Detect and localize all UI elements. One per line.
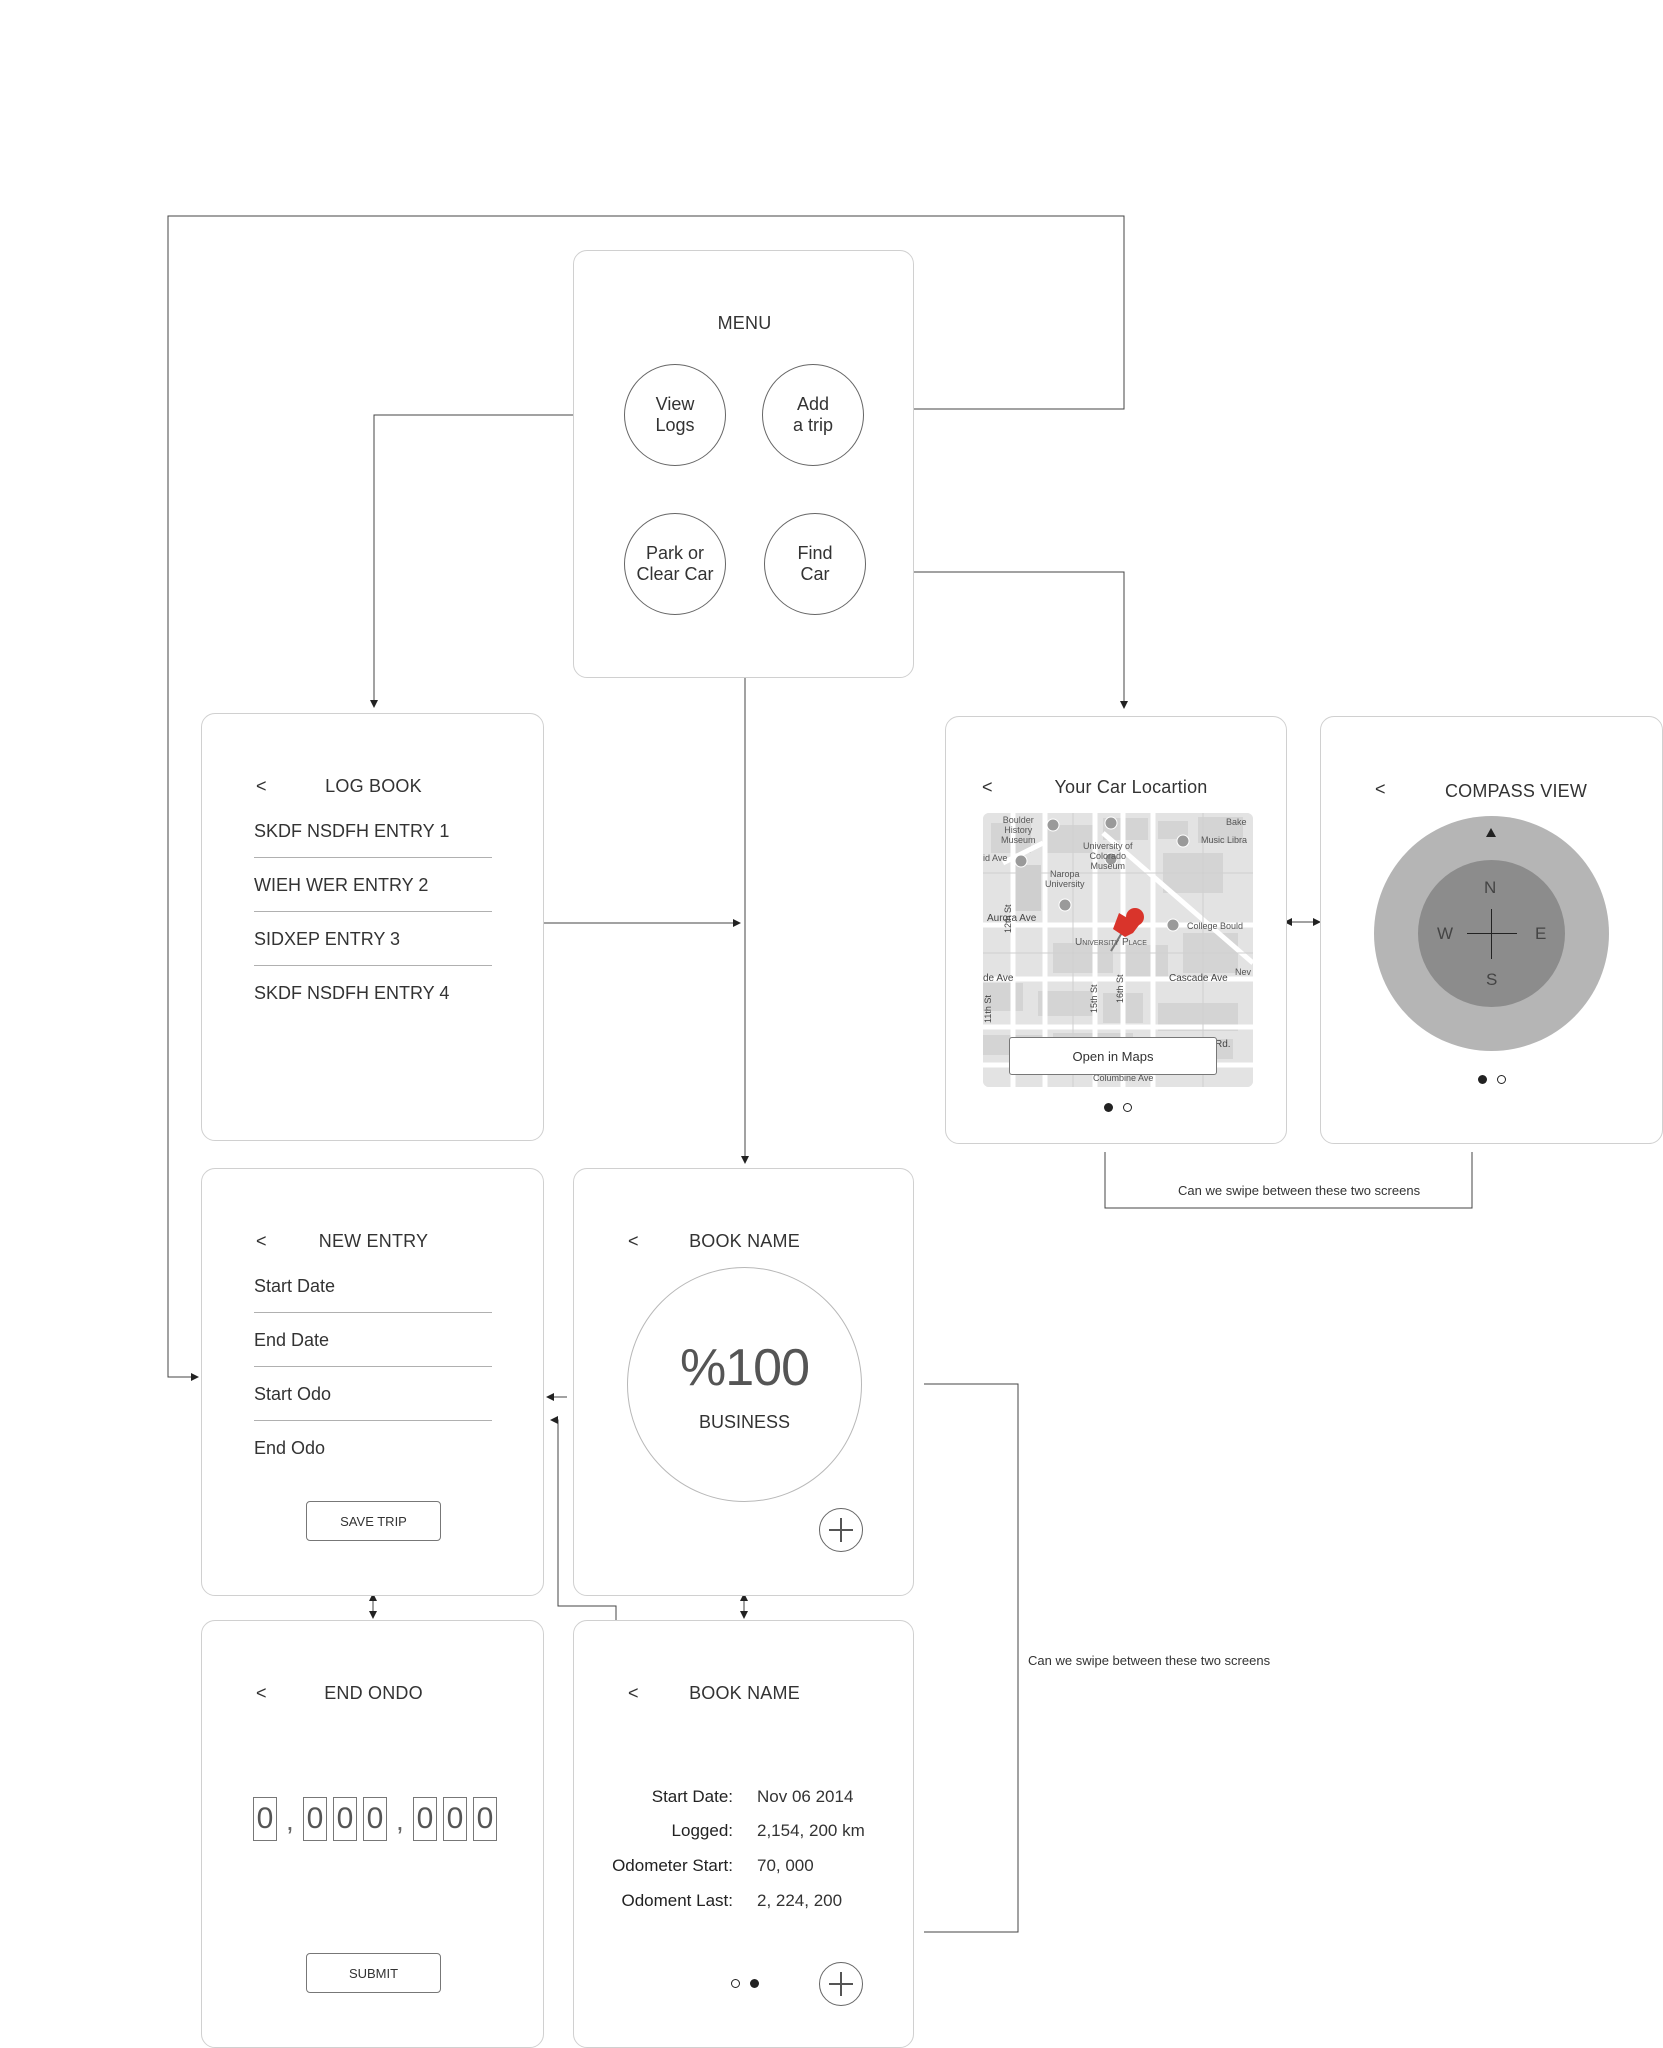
odometer-digit[interactable]: 0 — [303, 1797, 327, 1841]
odometer-digit[interactable]: 0 — [443, 1797, 467, 1841]
logged-value: 2,154, 200 km — [757, 1821, 865, 1840]
start-date-field[interactable]: Start Date — [254, 1259, 492, 1313]
map-label: University of Colorado Museum — [1083, 841, 1133, 871]
logged-label: Logged: — [671, 1821, 733, 1840]
log-entry[interactable]: SIDXEP ENTRY 3 — [254, 912, 492, 966]
map-label: 15th St — [1089, 984, 1099, 1013]
start-odo-field[interactable]: Start Odo — [254, 1367, 492, 1421]
book-name-title: BOOK NAME — [689, 1231, 800, 1251]
map-label: Nev — [1235, 967, 1252, 977]
compass-east: E — [1535, 924, 1547, 943]
compass-north: N — [1484, 878, 1497, 897]
compass-west: W — [1437, 924, 1454, 943]
end-odo-field[interactable]: End Odo — [254, 1438, 326, 1458]
odometer-digit[interactable]: 0 — [333, 1797, 357, 1841]
add-trip-button[interactable]: Add a trip — [762, 364, 864, 466]
open-in-maps-button[interactable]: Open in Maps — [1009, 1037, 1217, 1075]
log-entry[interactable]: WIEH WER ENTRY 2 — [254, 858, 492, 912]
map-label: Bake — [1226, 817, 1247, 827]
log-book-screen: < LOG BOOK SKDF NSDFH ENTRY 1 WIEH WER E… — [201, 713, 544, 1141]
back-button[interactable]: < — [1375, 779, 1386, 799]
back-button[interactable]: < — [628, 1231, 639, 1251]
view-logs-button[interactable]: View Logs — [624, 364, 726, 466]
back-button[interactable]: < — [628, 1683, 639, 1703]
save-trip-button[interactable]: SAVE TRIP — [306, 1501, 441, 1541]
add-plus-button[interactable] — [819, 1962, 863, 2006]
business-label: BUSINESS — [698, 1412, 791, 1432]
submit-button[interactable]: SUBMIT — [306, 1953, 441, 1993]
business-percent: %100 — [680, 1339, 810, 1397]
find-car-button[interactable]: Find Car — [764, 513, 866, 615]
compass-view-screen: < COMPASS VIEW N S W E — [1320, 716, 1663, 1144]
crosshair-icon — [1491, 909, 1492, 959]
map-label: Music Libra — [1201, 835, 1248, 845]
business-percent-circle: %100 BUSINESS — [627, 1267, 862, 1502]
odometer-digit[interactable]: 0 — [363, 1797, 387, 1841]
back-button[interactable]: < — [982, 777, 993, 797]
odometer-separator: , — [286, 1805, 294, 1836]
page-indicator[interactable] — [1123, 1103, 1132, 1112]
book-name-summary-screen: < BOOK NAME %100 BUSINESS — [573, 1168, 914, 1596]
map-label: 12th St — [1003, 904, 1013, 933]
log-entry[interactable]: SKDF NSDFH ENTRY 4 — [254, 983, 450, 1003]
map-label: Boulder History Museum — [1001, 815, 1036, 845]
new-entry-title: NEW ENTRY — [318, 1231, 429, 1251]
odometer-last-value: 2, 224, 200 — [757, 1891, 843, 1910]
compass-title: COMPASS VIEW — [1444, 781, 1588, 801]
swipe-note-top: Can we swipe between these two screens — [1178, 1183, 1421, 1198]
page-indicator[interactable] — [1497, 1075, 1506, 1084]
start-date-value: Nov 06 2014 — [757, 1787, 854, 1806]
map-label: de Ave — [983, 973, 1014, 984]
compass-dial: N S W E — [1374, 816, 1609, 1051]
odometer-digit[interactable]: 0 — [413, 1797, 437, 1841]
crosshair-icon — [1467, 933, 1517, 934]
car-location-title: Your Car Locartion — [1054, 777, 1208, 797]
map-label: Naropa University — [1045, 869, 1085, 889]
page-indicator-active — [750, 1979, 759, 1988]
map-label: id Ave — [983, 853, 1008, 863]
page-indicator-active — [1104, 1103, 1113, 1112]
end-odo-title: END ONDO — [324, 1683, 423, 1703]
back-button[interactable]: < — [256, 776, 267, 796]
page-indicator-active — [1478, 1075, 1487, 1084]
odometer-input[interactable]: 0 , 0 0 0 , 0 0 0 — [253, 1797, 503, 1843]
odometer-separator: , — [396, 1805, 404, 1836]
map-view[interactable]: Boulder History Museum University of Col… — [983, 813, 1253, 1087]
compass-inner: N S W E — [1418, 860, 1565, 1007]
map-label: 16th St — [1115, 974, 1125, 1003]
compass-south: S — [1486, 970, 1498, 989]
odometer-digit[interactable]: 0 — [473, 1797, 497, 1841]
odometer-last-label: Odoment Last: — [621, 1891, 733, 1910]
end-date-field[interactable]: End Date — [254, 1313, 492, 1367]
book-name-title: BOOK NAME — [689, 1683, 800, 1703]
north-marker-icon — [1486, 828, 1496, 837]
map-label: 11th St — [983, 995, 993, 1023]
menu-screen: MENU View Logs Add a trip Park or Clear … — [573, 250, 914, 678]
new-entry-screen: < NEW ENTRY Start Date End Date Start Od… — [201, 1168, 544, 1596]
swipe-note-side: Can we swipe between these two screens — [1028, 1653, 1271, 1668]
map-label: University Place — [1075, 937, 1147, 948]
page-indicator[interactable] — [731, 1979, 740, 1988]
map-label: Columbine Ave — [1093, 1073, 1154, 1083]
map-label: Aurora Ave — [987, 913, 1037, 924]
end-odo-screen: < END ONDO 0 , 0 0 0 , 0 0 0 SUBMIT — [201, 1620, 544, 2048]
map-label: College Bould — [1187, 921, 1244, 931]
park-clear-car-button[interactable]: Park or Clear Car — [624, 513, 726, 615]
log-entry[interactable]: SKDF NSDFH ENTRY 1 — [254, 804, 492, 858]
car-location-screen: < Your Car Locartion — [945, 716, 1287, 1144]
back-button[interactable]: < — [256, 1231, 267, 1251]
book-name-details-screen: < BOOK NAME Start Date: Nov 06 2014 Logg… — [573, 1620, 914, 2048]
start-date-label: Start Date: — [651, 1787, 733, 1806]
car-pin-icon — [1110, 908, 1144, 952]
back-button[interactable]: < — [256, 1683, 267, 1703]
odometer-start-value: 70, 000 — [757, 1856, 814, 1875]
menu-title: MENU — [717, 313, 772, 333]
add-plus-button[interactable] — [819, 1508, 863, 1552]
map-label: Rd. — [1215, 1039, 1231, 1050]
odometer-start-label: Odometer Start: — [612, 1856, 733, 1875]
map-label: Cascade Ave — [1169, 973, 1228, 984]
odometer-digit[interactable]: 0 — [253, 1797, 277, 1841]
logbook-title: LOG BOOK — [325, 776, 422, 796]
